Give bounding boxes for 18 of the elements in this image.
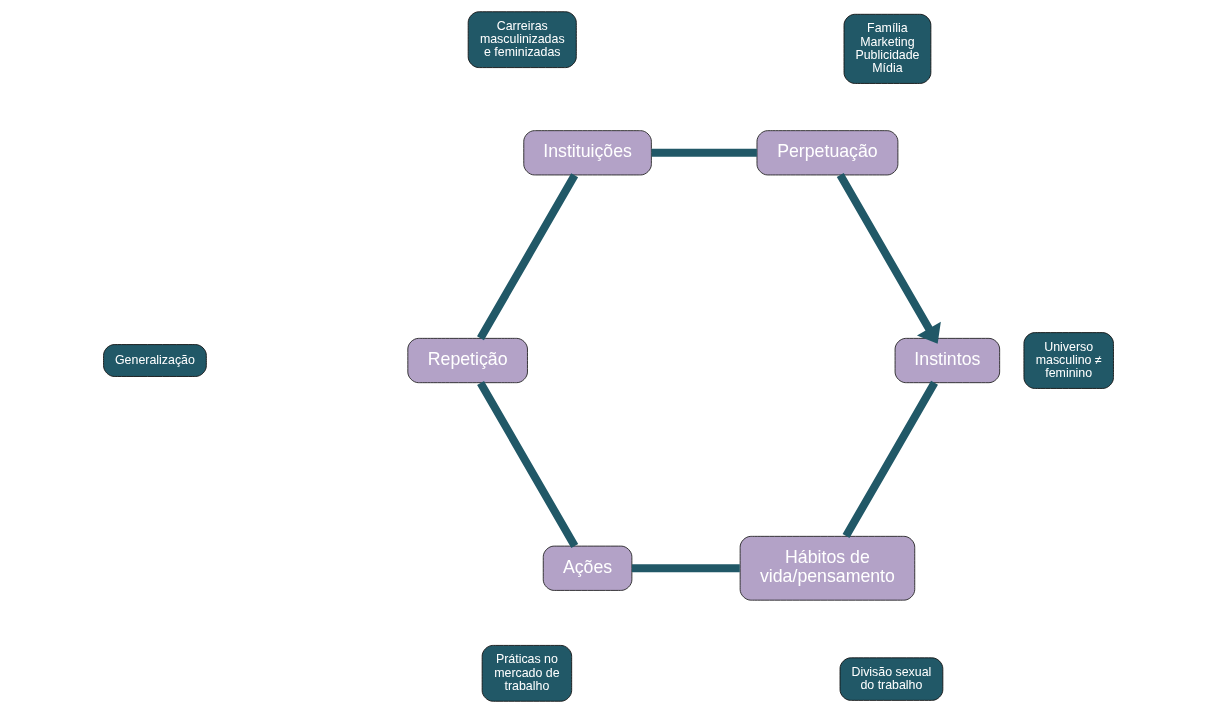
connector [651,148,757,157]
node-box: Carreiras masculinizadas e feminizadas [467,11,577,69]
node-box: Ações [542,545,633,591]
connector [477,173,579,341]
node-box: Perpetuação [756,130,899,176]
node-box: Generalização [103,344,207,377]
node-box: Instintos [894,337,1001,384]
node-box: Práticas no mercado de trabalho [481,644,573,702]
node-box: Hábitos de vida/pensamento [739,535,916,601]
arrow [836,173,941,344]
connector [477,380,579,549]
node-box: Repetição [407,337,528,384]
node-box: Instituições [523,130,652,176]
node-box: Divisão sexual do trabalho [839,657,944,701]
connector [631,564,740,573]
node-box: Família Marketing Publicidade Mídia [843,13,932,84]
connector [842,380,938,539]
node-box: Universo masculino ≠ feminino [1023,332,1114,389]
